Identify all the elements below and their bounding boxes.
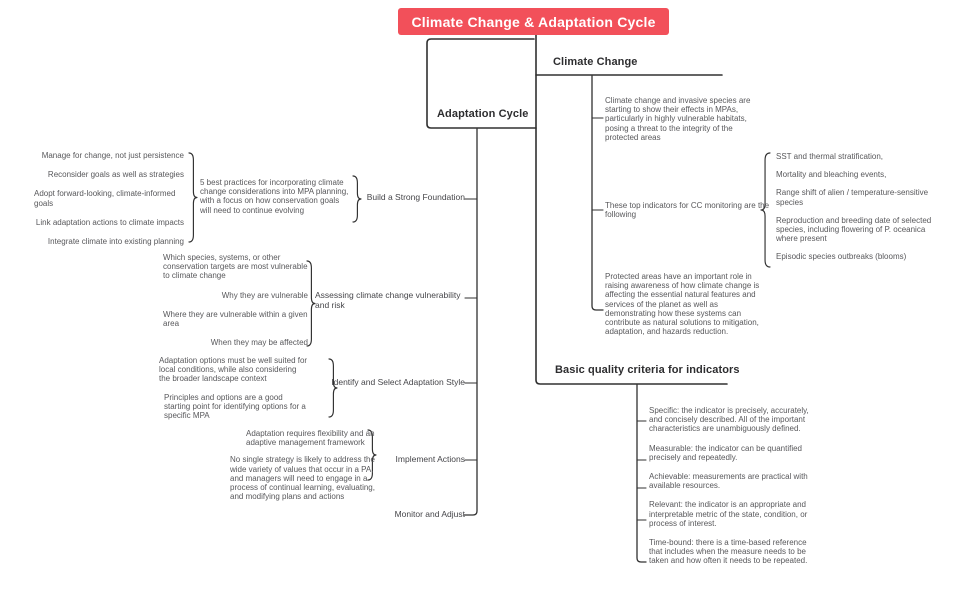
node-stage-monitor-adjust[interactable]: Monitor and Adjust bbox=[394, 509, 465, 519]
stage-point[interactable]: Reconsider goals as well as strategies bbox=[47, 170, 184, 180]
root-topic[interactable]: Climate Change & Adaptation Cycle bbox=[398, 8, 669, 35]
stage-point[interactable]: Link adaptation actions to climate impac… bbox=[35, 217, 184, 227]
node-cc-protected-areas[interactable]: Protected areas have an important role i… bbox=[605, 272, 760, 337]
stage-build-points: Manage for change, not just persistence … bbox=[28, 151, 184, 246]
node-climate-change[interactable]: Climate Change bbox=[553, 56, 638, 68]
criteria-item[interactable]: Time-bound: there is a time-based refere… bbox=[649, 537, 808, 566]
stage-point[interactable]: When they may be affected bbox=[210, 338, 308, 348]
stage-identify-points: Adaptation options must be well suited f… bbox=[157, 356, 309, 420]
node-stage-build-foundation[interactable]: Build a Strong Foundation bbox=[366, 192, 465, 202]
node-adaptation-cycle[interactable]: Adaptation Cycle bbox=[437, 108, 529, 120]
indicator-item[interactable]: Episodic species outbreaks (blooms) bbox=[776, 252, 907, 262]
indicator-item[interactable]: Mortality and bleaching events, bbox=[776, 170, 887, 180]
criteria-item[interactable]: Measurable: the indicator can be quantif… bbox=[649, 443, 802, 462]
node-stage-implement-actions[interactable]: Implement Actions bbox=[395, 454, 465, 464]
node-stage-identify-adaptation[interactable]: Identify and Select Adaptation Style bbox=[331, 377, 465, 387]
indicator-item[interactable]: Reproduction and breeding date of select… bbox=[776, 215, 932, 244]
node-quality-criteria[interactable]: Basic quality criteria for indicators bbox=[555, 364, 740, 376]
stage-point[interactable]: Adopt forward-looking, climate-informed … bbox=[34, 189, 176, 208]
stage-point[interactable]: Manage for change, not just persistence bbox=[41, 151, 184, 160]
criteria-item[interactable]: Specific: the indicator is precisely, ac… bbox=[649, 406, 809, 434]
indicator-item[interactable]: Range shift of alien / temperature-sensi… bbox=[776, 188, 929, 207]
node-cc-effects[interactable]: Climate change and invasive species are … bbox=[605, 96, 751, 142]
criteria-list: Specific: the indicator is precisely, ac… bbox=[649, 406, 819, 565]
stage-point[interactable]: Principles and options are a good starti… bbox=[164, 392, 306, 420]
criteria-item[interactable]: Relevant: the indicator is an appropriat… bbox=[649, 500, 808, 528]
indicator-item[interactable]: SST and thermal stratification, bbox=[776, 152, 884, 161]
stage-point[interactable]: Adaptation requires flexibility and an a… bbox=[246, 429, 375, 448]
stage-assess-points: Which species, systems, or other conserv… bbox=[160, 253, 308, 347]
stage-point[interactable]: Where they are vulnerable within a given… bbox=[163, 309, 308, 328]
node-cc-indicators-intro[interactable]: These top indicators for CC monitoring a… bbox=[605, 201, 770, 220]
stage-point[interactable]: Integrate climate into existing planning bbox=[47, 236, 184, 246]
indicator-list: SST and thermal stratification, Mortalit… bbox=[776, 152, 946, 262]
stage-point[interactable]: Why they are vulnerable bbox=[221, 290, 308, 300]
node-best-practices-summary[interactable]: 5 best practices for incorporating clima… bbox=[200, 178, 349, 215]
stage-point[interactable]: No single strategy is likely to address … bbox=[230, 455, 375, 502]
stage-point[interactable]: Adaptation options must be well suited f… bbox=[159, 356, 308, 384]
stage-implement-points: Adaptation requires flexibility and an a… bbox=[228, 429, 378, 501]
node-stage-assess-vulnerability[interactable]: Assessing climate change vulnerability a… bbox=[315, 290, 461, 310]
criteria-item[interactable]: Achievable: measurements are practical w… bbox=[649, 471, 808, 491]
stage-point[interactable]: Which species, systems, or other conserv… bbox=[163, 253, 308, 281]
